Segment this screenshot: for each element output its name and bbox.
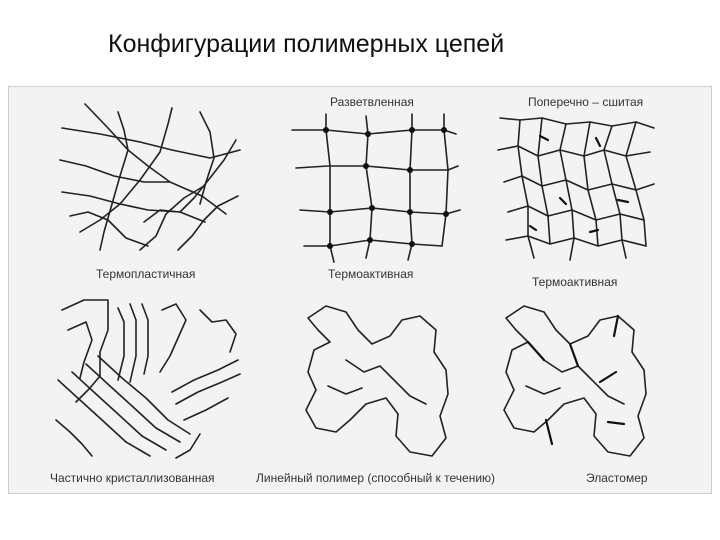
- branch-node: [327, 243, 333, 249]
- label-thermoplastic: Термопластичная: [96, 267, 195, 281]
- branch-node: [363, 163, 369, 169]
- branch-node: [323, 127, 329, 133]
- branch-node: [409, 127, 415, 133]
- branch-node: [369, 205, 375, 211]
- panel-crosslinked: Поперечно – сшитая: [497, 95, 655, 261]
- branch-node: [443, 211, 449, 217]
- branch-node: [407, 167, 413, 173]
- panel-elastomer: [503, 305, 647, 457]
- branch-node: [367, 237, 373, 243]
- branch-node: [365, 131, 371, 137]
- panel-linear: [305, 305, 449, 457]
- panel-crystalline: [55, 299, 241, 459]
- label-crystalline: Частично кристаллизованная: [50, 471, 215, 485]
- label-linear: Линейный полимер (способный к течению): [256, 471, 495, 485]
- branch-node: [407, 209, 413, 215]
- panel-thermoplastic: [59, 103, 241, 251]
- branch-node: [441, 127, 447, 133]
- label-branched: Термоактивная: [328, 267, 413, 281]
- label-crosslinked: Термоактивная: [532, 275, 617, 289]
- label-elastomer: Эластомер: [586, 471, 648, 485]
- panel-branched: Разветвленная: [291, 95, 461, 263]
- top-label-branched: Разветвленная: [330, 95, 414, 109]
- slide-title: Конфигурации полимерных цепей: [108, 30, 505, 58]
- top-label-crosslinked: Поперечно – сшитая: [528, 95, 643, 109]
- branch-node: [409, 241, 415, 247]
- branch-node: [327, 209, 333, 215]
